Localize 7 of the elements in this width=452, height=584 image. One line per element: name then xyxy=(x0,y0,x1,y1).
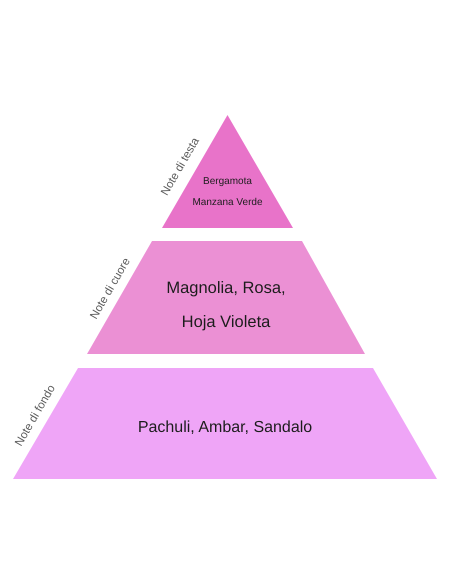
pyramid-tier xyxy=(162,115,293,228)
note-text: Bergamota xyxy=(203,175,252,189)
note-text: Manzana Verde xyxy=(192,196,263,210)
note-text: Pachuli, Ambar, Sandalo xyxy=(138,418,312,438)
pyramid-tier xyxy=(13,368,437,479)
note-text: Magnolia, Rosa, Hoja Violeta xyxy=(165,278,287,333)
pyramid-tier xyxy=(87,241,365,354)
